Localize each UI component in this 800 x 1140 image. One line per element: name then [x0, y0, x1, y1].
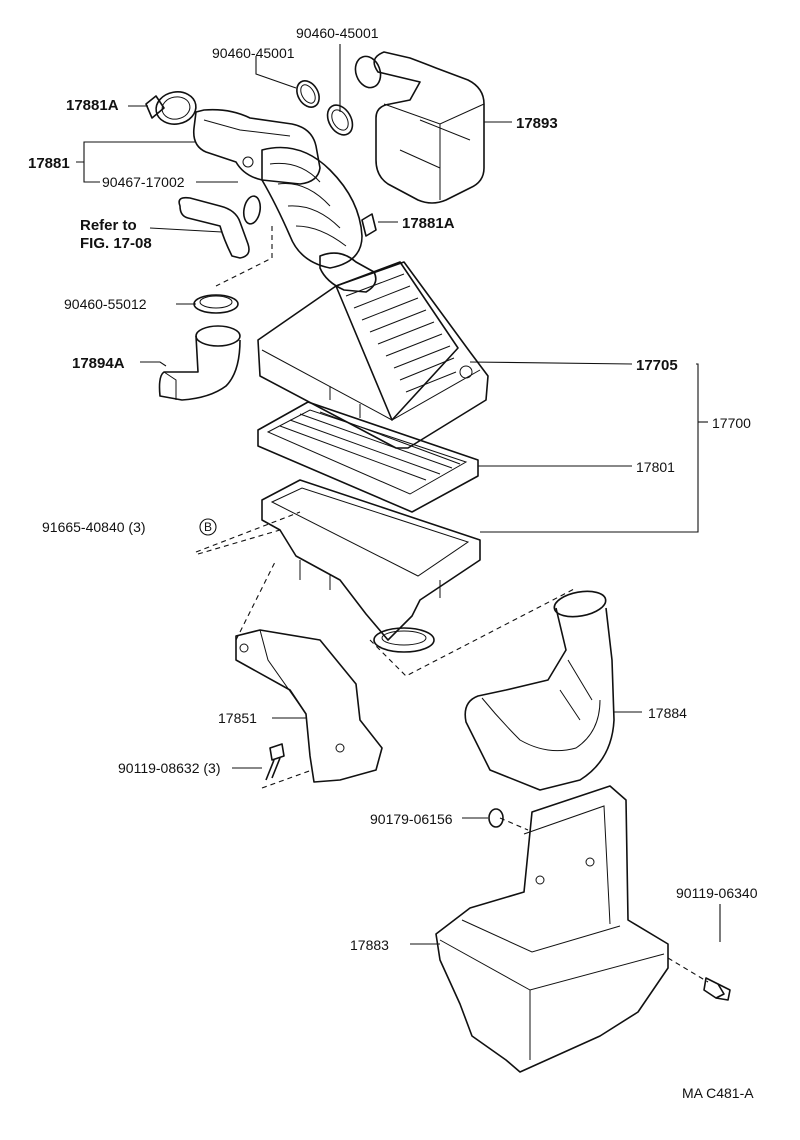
label-17705: 17705: [636, 357, 678, 374]
air-cleaner-cap-17705: [257, 261, 489, 449]
label-90460-55012: 90460-55012: [64, 296, 147, 312]
label-90467-17002: 90467-17002: [102, 174, 185, 190]
label-90119-06340: 90119-06340: [676, 885, 758, 901]
label-17884: 17884: [648, 705, 687, 721]
filter-element-17801: [257, 401, 479, 513]
clip-17881A: [361, 213, 377, 237]
hose-to-fig-17-08: [178, 195, 262, 259]
bolt-90119-08632: [265, 743, 285, 781]
clamp-90460-45001-b: [326, 104, 354, 136]
label-17881A-top: 17881A: [66, 97, 119, 114]
label-90119-08632: 90119-08632 (3): [118, 760, 220, 776]
clamp-90460-45001-a: [296, 80, 320, 108]
label-17700: 17700: [712, 415, 751, 431]
label-17881: 17881: [28, 155, 70, 172]
hose-17894A: [158, 325, 241, 401]
intake-box-17883: [435, 785, 669, 1073]
label-17894A: 17894A: [72, 355, 125, 372]
label-90460-45001-mid: 90460-45001: [212, 45, 295, 61]
label-90179-06156: 90179-06156: [370, 811, 453, 827]
callout-b: B: [199, 518, 217, 536]
leader-lines: [76, 44, 721, 945]
duct-17884: [464, 590, 615, 791]
label-17881A-mid: 17881A: [402, 215, 455, 232]
label-refer-line2: FIG. 17-08: [80, 235, 152, 252]
resonator-17893: [354, 51, 485, 204]
label-17893: 17893: [516, 115, 558, 132]
label-17851: 17851: [218, 710, 257, 726]
clamp-90460-55012: [193, 294, 239, 314]
callout-b-letter: B: [204, 520, 212, 534]
air-cleaner-case-lower: [261, 479, 481, 653]
bracket-17851: [235, 629, 383, 783]
label-17801: 17801: [636, 459, 675, 475]
part-labels: 90460-45001 90460-45001 17881A 17893 178…: [28, 25, 758, 1101]
label-refer-line1: Refer to: [80, 217, 137, 234]
bolt-90119-06340: [703, 977, 731, 1001]
figure-code: MA C481-A: [682, 1085, 754, 1101]
label-91665-40840: 91665-40840 (3): [42, 519, 146, 535]
label-17883: 17883: [350, 937, 389, 953]
intake-hose-17881: [145, 91, 377, 293]
grommet-90179-06156: [488, 808, 504, 828]
label-90460-45001-top: 90460-45001: [296, 25, 379, 41]
dashed-alignment-lines: [195, 226, 709, 983]
